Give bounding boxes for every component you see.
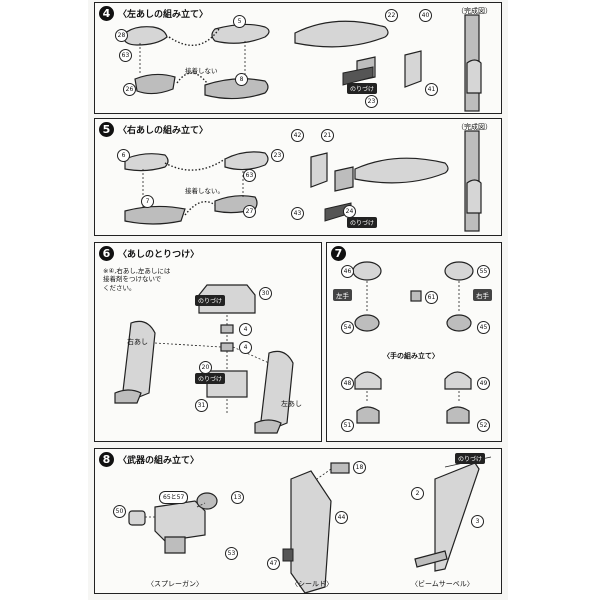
part-number: 4	[239, 323, 252, 336]
step-8-title: 〈武器の組み立て〉	[118, 456, 200, 466]
part-number: 51	[341, 419, 354, 432]
part-number: 23	[365, 95, 378, 108]
step-5-number: 5	[99, 122, 114, 137]
part-number: 3	[471, 515, 484, 528]
step-4-complete-label: （完成図）	[457, 7, 492, 15]
shield-caption: 〈シールド〉	[291, 580, 333, 588]
step-7-panel: 7 左手 右手 〈手の組み立て〉 46 55 61 54 45 48 49 51…	[326, 242, 502, 442]
step-6-leg-attachment-illustration	[114, 284, 294, 434]
part-number: 63	[119, 49, 132, 62]
step-5-panel: 5 〈右あしの組み立て〉 接着しない。 （完成図） のりづけ 6 23 63 7…	[94, 118, 502, 236]
part-number: 7	[141, 195, 154, 208]
part-number: 4	[239, 341, 252, 354]
part-number: 44	[335, 511, 348, 524]
step-8-header: 8 〈武器の組み立て〉	[99, 452, 199, 467]
part-number: 54	[341, 321, 354, 334]
part-number: 52	[477, 419, 490, 432]
right-hand-tag: 右手	[473, 289, 492, 301]
part-number: 21	[321, 129, 334, 142]
step-7-hand-parts-illustration	[352, 261, 474, 424]
step-5-header: 5 〈右あしの組み立て〉	[99, 122, 208, 137]
spray-gun-caption: 〈スプレーガン〉	[147, 580, 203, 588]
part-number: 47	[267, 557, 280, 570]
step-5-glue-tag: のりづけ	[347, 217, 378, 228]
step-4-no-glue-note: 接着しない	[185, 67, 218, 75]
part-number: 27	[243, 205, 256, 218]
step-4-title: 〈左あしの組み立て〉	[118, 10, 209, 20]
step-8-panel: 8 〈武器の組み立て〉 のりづけ 65と57 18 50 2 13 3 44 5…	[94, 448, 502, 594]
part-number: 65と57	[159, 491, 189, 504]
part-number: 6	[117, 149, 130, 162]
left-hand-tag: 左手	[333, 289, 352, 301]
step-6-panel: 6 〈あしのとりつけ〉 ※④,右あし,左あしには 接着剤をつけないで ください。…	[94, 242, 322, 442]
step-8-weapons-illustration	[128, 456, 492, 594]
part-number: 53	[225, 547, 238, 560]
part-number: 61	[425, 291, 438, 304]
part-number: 23	[271, 149, 284, 162]
step-4-header: 4 〈左あしの組み立て〉	[99, 6, 208, 21]
part-number: 2	[411, 487, 424, 500]
step-4-number: 4	[99, 6, 114, 21]
part-number: 45	[477, 321, 490, 334]
part-number: 42	[291, 129, 304, 142]
part-number: 46	[341, 265, 354, 278]
part-number: 8	[235, 73, 248, 86]
step-5-complete-label: （完成図）	[457, 123, 492, 131]
step-8-glue-tag: のりづけ	[455, 453, 486, 464]
step-4-glue-tag: のりづけ	[347, 83, 378, 94]
part-number: 24	[343, 205, 356, 218]
part-number: 49	[477, 377, 490, 390]
step-6-title: 〈あしのとりつけ〉	[118, 250, 200, 260]
part-number: 50	[113, 505, 126, 518]
part-number: 55	[477, 265, 490, 278]
step-6-warning-note: ※④,右あし,左あしには 接着剤をつけないで ください。	[103, 267, 171, 292]
step-4-leg-parts-illustration	[122, 14, 482, 112]
step-5-title: 〈右あしの組み立て〉	[118, 126, 209, 136]
beam-saber-caption: 〈ビームサーベル〉	[411, 580, 474, 588]
step-7-number: 7	[331, 246, 346, 261]
part-number: 22	[385, 9, 398, 22]
part-number: 43	[291, 207, 304, 220]
step-7-subtitle: 〈手の組み立て〉	[383, 352, 439, 360]
step-6-glue-tag: のりづけ	[195, 295, 226, 306]
part-number: 20	[199, 361, 212, 374]
step-8-number: 8	[99, 452, 114, 467]
right-leg-label: 右あし	[127, 338, 148, 346]
part-number: 48	[341, 377, 354, 390]
step-4-panel: 4 〈左あしの組み立て〉 接着しない （完成図） のりづけ 28 5 63 8 …	[94, 2, 502, 114]
part-number: 41	[425, 83, 438, 96]
part-number: 40	[419, 9, 432, 22]
step-6-glue-tag-lower: のりづけ	[195, 373, 226, 384]
part-number: 18	[353, 461, 366, 474]
step-6-header: 6 〈あしのとりつけ〉	[99, 246, 199, 261]
part-number: 13	[231, 491, 244, 504]
step-6-number: 6	[99, 246, 114, 261]
part-number: 63	[243, 169, 256, 182]
part-number: 28	[115, 29, 128, 42]
instruction-page: 4 〈左あしの組み立て〉 接着しない （完成図） のりづけ 28 5 63 8 …	[88, 0, 508, 600]
part-number: 5	[233, 15, 246, 28]
left-leg-label: 左あし	[281, 400, 302, 408]
step-7-header: 7	[331, 246, 346, 261]
part-number: 26	[123, 83, 136, 96]
part-number: 31	[195, 399, 208, 412]
step-5-no-glue-note: 接着しない。	[185, 187, 224, 195]
part-number: 30	[259, 287, 272, 300]
